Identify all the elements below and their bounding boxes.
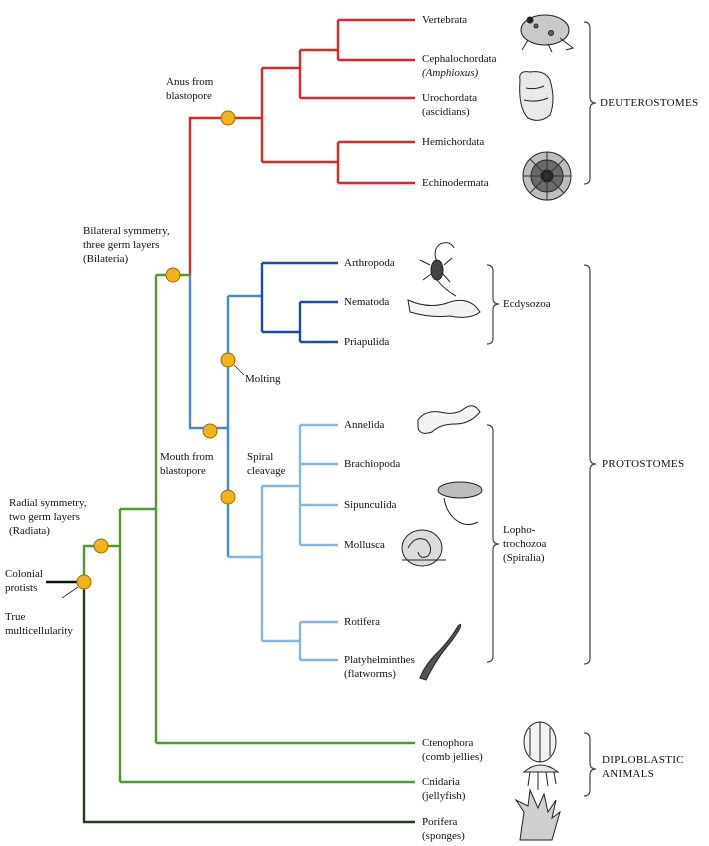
bracket-protostomes	[583, 264, 597, 665]
group-diploblastic-line2: ANIMALS	[602, 768, 655, 780]
taxon-cnidaria: Cnidaria (jellyfish)	[422, 775, 465, 803]
taxon-rotifera: Rotifera	[344, 616, 381, 628]
taxon-priapulida: Priapulida	[344, 336, 390, 348]
protostome-branches	[188, 275, 262, 557]
node-label-mouth: Mouth from blastopore	[160, 450, 213, 478]
taxon-platyhelminthes-name: Platyhelminthes	[344, 654, 415, 666]
node-label-bilateral-line1: Bilateral symmetry,	[83, 225, 170, 237]
porifera-branch	[82, 582, 415, 824]
taxon-porifera-name: Porifera	[422, 816, 458, 828]
taxon-annelida: Annelida	[344, 419, 385, 431]
bracket-lophotrochozoa	[486, 424, 500, 663]
taxon-porifera-sub: (sponges)	[422, 830, 465, 842]
taxon-vertebrata: Vertebrata	[422, 14, 468, 26]
ecdysozoa-branches	[260, 261, 338, 344]
group-lophotrochozoa-line2: trochozoa	[503, 538, 547, 550]
metazoa-branches	[82, 273, 415, 784]
node-label-anus-line2: blastopore	[166, 90, 212, 102]
taxon-platyhelminthes-sub: (flatworms)	[344, 668, 396, 680]
node-label-anus: Anus from blastopore	[166, 75, 213, 103]
taxon-urochordata-name: Urochordata	[422, 92, 477, 104]
node-label-spiral-line1: Spiral	[247, 451, 274, 463]
node-multicellularity	[76, 574, 92, 590]
node-label-spiral: Spiral cleavage	[247, 450, 285, 478]
scorpion-icon	[419, 242, 457, 297]
earthworm-icon	[417, 405, 481, 434]
bracket-deuterostomes	[583, 21, 597, 185]
taxon-nematoda: Nematoda	[344, 296, 390, 308]
flatworm-icon	[419, 623, 462, 681]
character-nodes	[76, 110, 236, 590]
node-label-radial-line3: (Radiata)	[9, 525, 50, 537]
taxon-sipunculida: Sipunculida	[344, 499, 397, 511]
taxon-urochordata: Urochordata (ascidians)	[422, 91, 477, 119]
taxon-ctenophora: Ctenophora (comb jellies)	[422, 736, 483, 764]
node-label-spiral-line2: cleavage	[247, 465, 286, 477]
group-diploblastic-line1: DIPLOBLASTIC	[602, 754, 684, 766]
node-label-bilateral: Bilateral symmetry, three germ layers (B…	[83, 224, 170, 266]
node-bilateria	[165, 267, 181, 283]
node-label-radial: Radial symmetry, two germ layers (Radiat…	[9, 496, 87, 538]
taxon-hemichordata: Hemichordata	[422, 136, 485, 148]
taxon-urochordata-sub: (ascidians)	[422, 106, 470, 118]
taxon-cephalochordata-name: Cephalochordata	[422, 53, 497, 65]
taxon-mollusca: Mollusca	[344, 539, 385, 551]
deuterostome-branches	[188, 18, 415, 275]
node-label-molting: Molting	[245, 373, 281, 385]
node-label-mouth-line2: blastopore	[160, 465, 206, 477]
node-label-bilateral-line3: (Bilateria)	[83, 253, 129, 265]
node-label-radial-line1: Radial symmetry,	[9, 497, 87, 509]
node-label-bilateral-line2: three germ layers	[83, 239, 160, 251]
node-mouth-from-blastopore	[202, 423, 218, 439]
node-label-colonial-line2: protists	[5, 582, 38, 594]
group-protostomes: PROTOSTOMES	[602, 458, 685, 470]
taxon-arthropoda: Arthropoda	[344, 257, 395, 269]
node-label-mouth-line1: Mouth from	[160, 451, 214, 463]
sea-urchin-icon	[522, 151, 572, 201]
sponge-icon	[514, 788, 561, 841]
ascidian-icon	[519, 71, 554, 121]
spiralia-branches	[228, 423, 338, 662]
node-radiata	[93, 538, 109, 554]
group-ecdysozoa: Ecdysozoa	[503, 298, 551, 310]
comb-jelly-icon	[523, 721, 557, 763]
snail-icon	[401, 529, 446, 567]
group-deuterostomes: DEUTEROSTOMES	[600, 97, 699, 109]
nematode-icon	[407, 299, 481, 318]
taxon-echinodermata: Echinodermata	[422, 177, 489, 189]
group-lophotrochozoa-line1: Lopho-	[503, 524, 536, 536]
taxon-porifera: Porifera (sponges)	[422, 815, 465, 843]
taxon-ctenophora-name: Ctenophora	[422, 737, 474, 749]
bracket-diploblastic	[583, 732, 597, 797]
jellyfish-icon	[522, 764, 560, 790]
leader-lines	[61, 364, 245, 599]
taxon-ctenophora-sub: (comb jellies)	[422, 751, 483, 763]
node-spiral-cleavage	[220, 489, 236, 505]
organism-illustrations	[401, 14, 575, 841]
node-label-true-multi-line2: multicellularity	[5, 625, 73, 637]
taxon-platyhelminthes: Platyhelminthes (flatworms)	[344, 653, 415, 681]
taxon-cnidaria-sub: (jellyfish)	[422, 790, 466, 802]
node-label-anus-line1: Anus from	[166, 76, 214, 88]
taxon-cephalochordata-sub: (Amphioxus)	[422, 67, 479, 79]
node-molting	[220, 352, 236, 368]
node-anus-from-blastopore	[220, 110, 236, 126]
node-label-radial-line2: two germ layers	[9, 511, 80, 523]
group-lophotrochozoa-line3: (Spiralia)	[503, 552, 545, 564]
frog-icon	[520, 14, 575, 53]
group-diploblastic: DIPLOBLASTIC ANIMALS	[602, 753, 684, 781]
node-label-colonial: Colonial protists	[5, 567, 43, 595]
taxon-cephalochordata: Cephalochordata (Amphioxus)	[422, 52, 497, 80]
group-lophotrochozoa: Lopho- trochozoa (Spiralia)	[503, 523, 546, 565]
node-label-true-multi: True multicellularity	[5, 610, 73, 638]
node-label-colonial-line1: Colonial	[5, 568, 43, 580]
taxon-cnidaria-name: Cnidaria	[422, 776, 460, 788]
group-brackets	[486, 21, 597, 797]
sipunculid-icon	[437, 481, 483, 526]
bracket-ecdysozoa	[486, 264, 500, 345]
node-label-true-multi-line1: True	[5, 611, 26, 623]
taxon-brachiopoda: Brachiopoda	[344, 458, 401, 470]
